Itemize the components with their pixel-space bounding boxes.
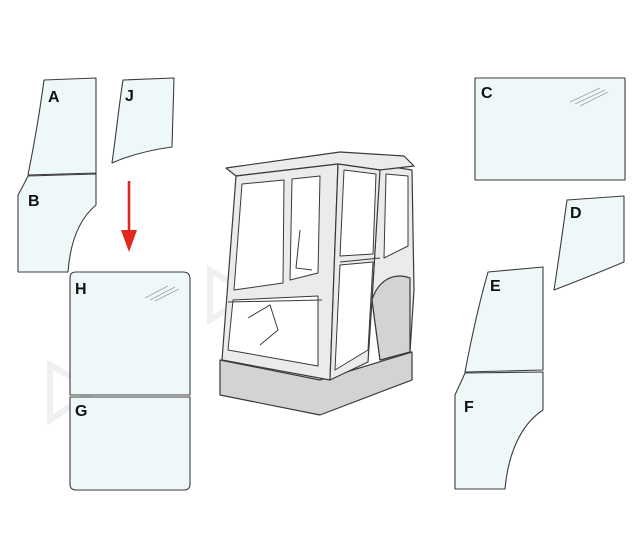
panel-label-c: C bbox=[481, 85, 493, 102]
panel-label-g: G bbox=[75, 403, 87, 420]
cab-side-window-upper-2 bbox=[289, 175, 321, 281]
cab-side-window-lower bbox=[227, 295, 319, 367]
panel-label-h: H bbox=[75, 281, 87, 298]
cab-side-window-upper bbox=[233, 179, 285, 291]
cab-rear-window bbox=[383, 173, 409, 259]
panel-label-a: A bbox=[48, 89, 60, 106]
glass-panel-c: C bbox=[474, 77, 626, 181]
glass-panel-a: A bbox=[27, 77, 97, 176]
cab-illustration bbox=[219, 151, 415, 416]
glass-panel-d: D bbox=[553, 195, 625, 291]
glass-panel-f: F bbox=[454, 371, 544, 490]
glass-panel-j: J bbox=[111, 77, 175, 164]
panel-label-j: J bbox=[125, 88, 134, 105]
glass-panel-e: E bbox=[464, 266, 544, 373]
glass-panel-b: B bbox=[17, 173, 97, 273]
panel-label-b: B bbox=[28, 193, 40, 210]
cab-base bbox=[219, 351, 413, 416]
cab-front-window-upper bbox=[339, 169, 377, 257]
panel-label-f: F bbox=[464, 399, 474, 416]
glass-panel-g: G bbox=[69, 396, 191, 491]
panel-label-d: D bbox=[570, 205, 582, 222]
cab-front-window-lower bbox=[334, 261, 374, 371]
glass-panel-h: H bbox=[69, 271, 191, 396]
panel-label-e: E bbox=[490, 278, 501, 295]
down-arrow-icon bbox=[121, 181, 137, 252]
